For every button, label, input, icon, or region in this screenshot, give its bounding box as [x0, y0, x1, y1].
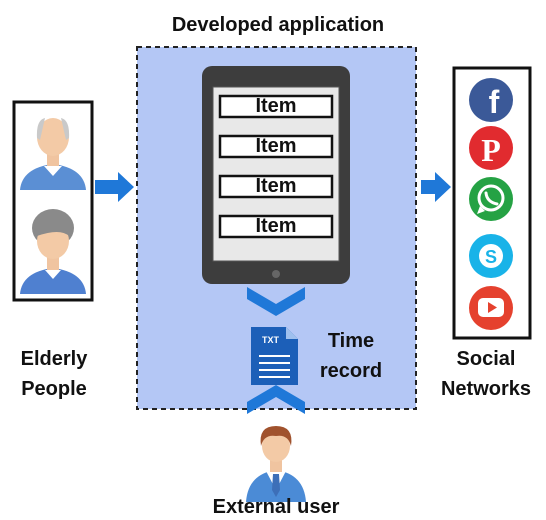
chevron-up-icon	[247, 385, 305, 414]
svg-text:P: P	[481, 132, 501, 168]
chevron-down-icon	[247, 287, 305, 316]
txt-file-badge: TXT	[262, 335, 280, 345]
tablet-item-label: Item	[255, 175, 297, 197]
time-record-label-line2: record	[319, 360, 383, 382]
svg-text:f: f	[489, 84, 500, 120]
tablet-item-box	[218, 134, 334, 159]
pinterest-icon: P	[469, 126, 513, 170]
external-user-avatar	[246, 426, 306, 502]
tablet-item-box	[218, 214, 334, 239]
social-networks-label-line1: Social	[456, 348, 516, 370]
svg-text:S: S	[485, 247, 497, 267]
time-record-label-line1: Time	[327, 330, 375, 352]
arrow-right-icon	[421, 172, 451, 202]
page-title: Developed application	[171, 14, 385, 36]
tablet-item-label: Item	[255, 95, 297, 117]
youtube-icon	[469, 286, 513, 330]
whatsapp-icon	[469, 177, 513, 221]
txt-file-icon	[251, 327, 298, 385]
elderly-people-label-line2: People	[21, 378, 87, 400]
tablet-item-box	[218, 174, 334, 199]
elderly-woman-avatar	[20, 209, 86, 294]
tablet-item-label: Item	[255, 215, 297, 237]
elderly-man-avatar	[20, 118, 86, 190]
tablet-item-label: Item	[255, 135, 297, 157]
facebook-icon: f	[469, 78, 513, 122]
external-user-label: External user	[212, 496, 340, 518]
arrow-right-icon	[95, 172, 134, 202]
skype-icon: S	[469, 234, 513, 278]
home-button-icon	[272, 270, 280, 278]
tablet-item-box	[218, 94, 334, 119]
social-networks-label-line2: Networks	[440, 378, 532, 400]
elderly-people-label-line1: Elderly	[20, 348, 88, 370]
